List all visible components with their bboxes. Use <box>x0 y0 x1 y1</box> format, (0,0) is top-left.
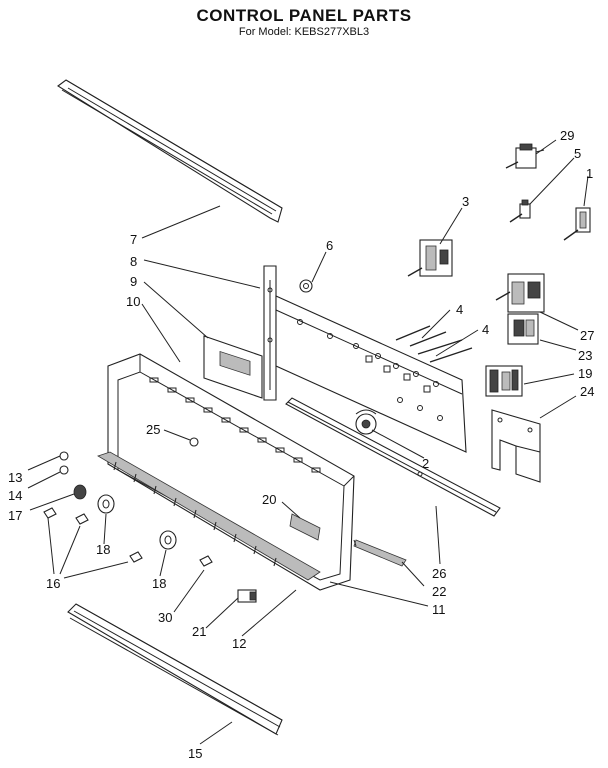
callout-2: 2 <box>422 456 429 471</box>
control-panel-rear-plate <box>275 295 473 453</box>
leader-lines <box>27 139 589 745</box>
part-23-switch <box>507 313 539 345</box>
callout-6: 6 <box>326 238 333 253</box>
part-9-overlay <box>203 335 263 399</box>
part-26-rail <box>285 397 501 517</box>
callout-13: 13 <box>8 470 22 485</box>
part-21-clip <box>237 589 257 603</box>
callout-1: 1 <box>586 166 593 181</box>
callout-23: 23 <box>578 348 592 363</box>
callout-17: 17 <box>8 508 22 523</box>
part-2-spring <box>355 409 377 435</box>
part-3-infinite-switch <box>407 239 453 277</box>
part-19-switch-block <box>485 365 523 397</box>
part-7-top-trim <box>57 79 283 223</box>
callout-4a: 4 <box>456 302 463 317</box>
callout-14: 14 <box>8 488 22 503</box>
part-16-knobs <box>43 507 213 567</box>
part-17-disc <box>73 484 87 500</box>
callout-18b: 18 <box>152 576 166 591</box>
part-11-panel-housing <box>97 353 355 591</box>
callout-5: 5 <box>574 146 581 161</box>
callout-26: 26 <box>432 566 446 581</box>
callout-12: 12 <box>232 636 246 651</box>
callout-16: 16 <box>46 576 60 591</box>
part-1-thermostat <box>563 207 591 241</box>
part-22-slide <box>353 539 407 567</box>
callout-15: 15 <box>188 746 202 761</box>
callout-7: 7 <box>130 232 137 247</box>
callout-21: 21 <box>192 624 206 639</box>
callout-10: 10 <box>126 294 140 309</box>
callout-24: 24 <box>580 384 594 399</box>
callout-4b: 4 <box>482 322 489 337</box>
callout-18a: 18 <box>96 542 110 557</box>
callout-19: 19 <box>578 366 592 381</box>
callout-3: 3 <box>462 194 469 209</box>
callout-9: 9 <box>130 274 137 289</box>
part-24-bracket <box>491 409 541 483</box>
callout-20: 20 <box>262 492 276 507</box>
callout-30: 30 <box>158 610 172 625</box>
page-title: CONTROL PANEL PARTS <box>196 6 412 25</box>
model-subtitle: For Model: KEBS277XBL3 <box>238 26 370 38</box>
callout-11: 11 <box>432 602 446 617</box>
part-29-switch <box>505 143 545 169</box>
part-6-nut <box>299 279 313 293</box>
callout-27: 27 <box>580 328 594 343</box>
part-13-nut <box>59 451 69 461</box>
part-18-bezels <box>97 494 177 550</box>
part-5-switch <box>509 199 531 223</box>
part-27-switch <box>495 273 545 313</box>
part-8-rear-bracket <box>263 265 277 401</box>
part-15-bottom-trim <box>67 603 283 736</box>
callout-8: 8 <box>130 254 137 269</box>
part-14-nut <box>59 465 69 475</box>
callout-22: 22 <box>432 584 446 599</box>
callout-25: 25 <box>146 422 160 437</box>
callout-29: 29 <box>560 128 574 143</box>
